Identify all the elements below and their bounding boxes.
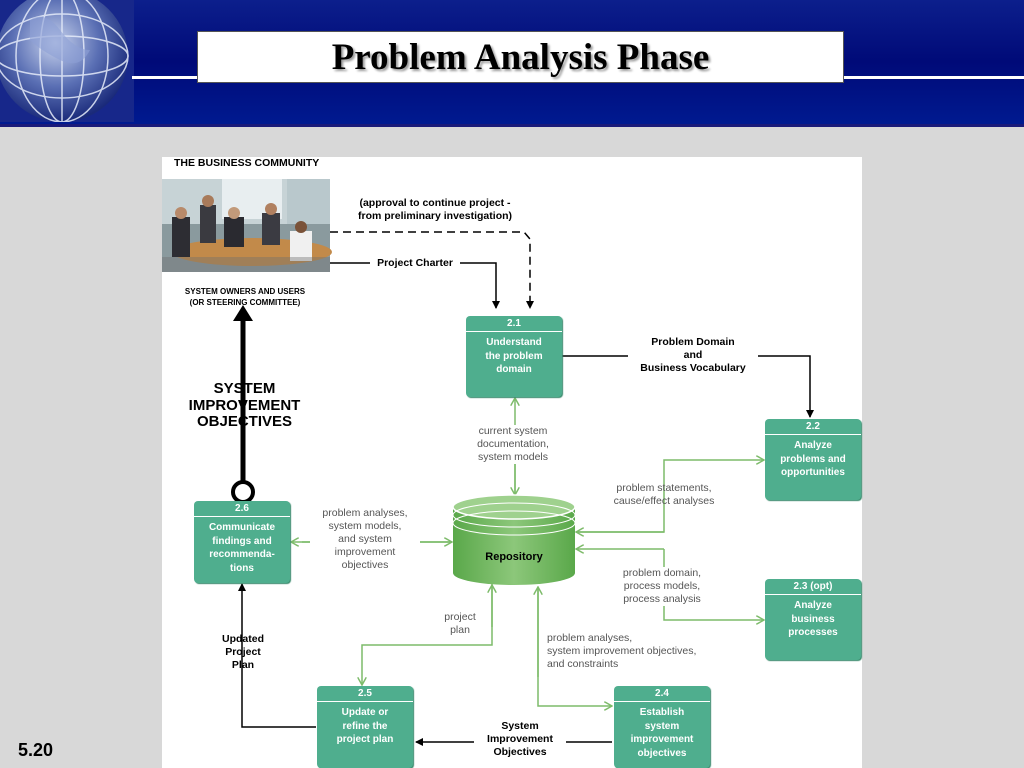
process-label: Update or refine the project plan (336, 707, 394, 745)
business-community-label: THE BUSINESS COMMUNITY (174, 157, 320, 169)
flow-domain-vocabulary: Problem Domain and Business Vocabulary (628, 336, 758, 375)
process-2-5: 2.5 Update or refine the project plan (317, 686, 413, 768)
process-2-4: 2.4 Establish system improvement objecti… (614, 686, 710, 768)
process-2-3: 2.3 (opt) Analyze business processes (765, 579, 861, 660)
diagram-panel: THE BUSINESS COMMUNITY SYSTEM OWNERS AND… (162, 157, 862, 768)
flow-analyses-objectives: problem analyses, system improvement obj… (547, 632, 697, 670)
process-label: Communicate findings and recommenda- tio… (208, 522, 276, 574)
flow-analyses-models: problem analyses, system models, and sys… (310, 507, 420, 572)
process-id: 2.4 (614, 686, 710, 702)
process-id: 2.1 (466, 316, 562, 332)
objectives-label: SYSTEM IMPROVEMENT OBJECTIVES (188, 380, 301, 430)
process-label: Understand the problem domain (485, 337, 543, 375)
meeting-photo (162, 179, 332, 272)
owners-label: SYSTEM OWNERS AND USERS (OR STEERING COM… (184, 287, 306, 307)
title-box: Problem Analysis Phase (197, 31, 844, 83)
process-label: Establish system improvement objectives (630, 707, 694, 759)
process-id: 2.3 (opt) (765, 579, 861, 595)
diagram-connectors (162, 179, 814, 746)
flow-updated-plan: Updated Project Plan (222, 633, 264, 671)
process-label: Analyze problems and opportunities (780, 440, 846, 478)
flow-project-plan: project plan (444, 611, 476, 636)
flow-problem-statements: problem statements, cause/effect analyse… (613, 482, 715, 507)
repository-cylinder (452, 494, 576, 585)
flow-domain-models: problem domain, process models, process … (602, 567, 722, 606)
process-id: 2.5 (317, 686, 413, 702)
slide-number: 5.20 (18, 740, 54, 760)
globe-logo (0, 0, 134, 122)
flow-sys-objectives: System Improvement Objectives (474, 720, 566, 759)
flow-charter: Project Charter (370, 257, 460, 270)
header-divider (0, 124, 1024, 127)
process-label: Analyze business processes (788, 600, 838, 638)
process-2-2: 2.2 Analyze problems and opportunities (765, 419, 861, 500)
process-id: 2.6 (194, 501, 290, 517)
flow-current-docs: current system documentation, system mod… (458, 425, 568, 464)
slide-title: Problem Analysis Phase (331, 36, 710, 78)
flow-approval: (approval to continue project - from pre… (357, 197, 513, 222)
process-id: 2.2 (765, 419, 861, 435)
process-2-6: 2.6 Communicate findings and recommenda-… (194, 501, 290, 583)
repository-label: Repository (485, 551, 543, 563)
process-2-1: 2.1 Understand the problem domain (466, 316, 562, 397)
slide-header: Problem Analysis Phase (0, 0, 1024, 124)
